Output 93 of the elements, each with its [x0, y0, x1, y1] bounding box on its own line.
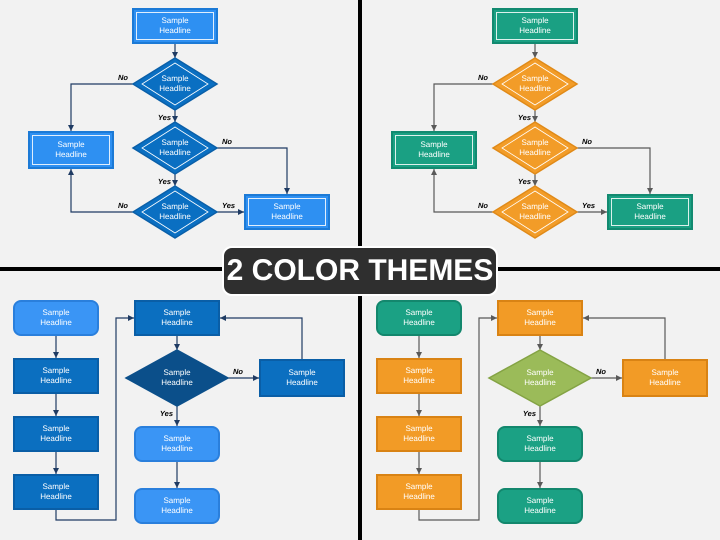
headline-text: Sample Headline: [39, 482, 73, 502]
headline-text: Sample Headline: [518, 74, 552, 94]
arrow: [217, 209, 244, 215]
headline-text: Sample Headline: [648, 368, 682, 388]
process-box: [497, 300, 583, 336]
headline-text: Sample Headline: [158, 138, 192, 158]
headline-text: Sample Headline: [160, 434, 194, 454]
rounded-box: [13, 300, 99, 336]
arrow: [220, 315, 303, 359]
arrow: [416, 336, 422, 358]
process-box: [132, 8, 218, 44]
decision-diamond: [493, 122, 577, 174]
headline-text: Sample Headline: [160, 496, 194, 516]
arrow: [532, 174, 538, 186]
decision-diamond: [133, 58, 217, 110]
arrow: [537, 406, 543, 426]
arrow: [55, 315, 134, 521]
decision-diamond: [493, 186, 577, 238]
rounded-box: [376, 300, 462, 336]
arrow: [537, 336, 543, 350]
arrow: [418, 315, 497, 521]
arrow: [174, 336, 180, 350]
arrow: [217, 147, 290, 194]
process-box: [376, 416, 462, 452]
headline-text: Sample Headline: [518, 138, 552, 158]
process-box: [376, 358, 462, 394]
decision-diamond: [133, 122, 217, 174]
headline-text: Sample Headline: [160, 308, 194, 328]
headline-text: Sample Headline: [402, 308, 436, 328]
headline-text: Sample Headline: [270, 202, 304, 222]
headline-text: Sample Headline: [402, 482, 436, 502]
decision-diamond: [493, 58, 577, 110]
arrow: [416, 394, 422, 416]
headline-text: Sample Headline: [39, 366, 73, 386]
rounded-box: [134, 488, 220, 524]
process-box: [13, 474, 99, 510]
headline-text: Sample Headline: [633, 202, 667, 222]
arrow: [431, 169, 493, 213]
arrow: [68, 83, 133, 131]
process-box: [13, 416, 99, 452]
arrow: [68, 169, 133, 213]
title-banner: 2 COLOR THEMES: [222, 246, 498, 296]
headline-text: Sample Headline: [518, 202, 552, 222]
headline-text: Sample Headline: [158, 74, 192, 94]
decision-diamond: [126, 350, 228, 406]
arrow: [532, 110, 538, 122]
arrow: [416, 452, 422, 474]
process-box: [376, 474, 462, 510]
arrow: [174, 462, 180, 488]
rounded-box: [497, 426, 583, 462]
decision-diamond: [133, 186, 217, 238]
arrow: [591, 375, 622, 381]
headline-text: Sample Headline: [523, 496, 557, 516]
headline-text: Sample Headline: [523, 434, 557, 454]
arrow: [53, 394, 59, 416]
headline-text: Sample Headline: [417, 140, 451, 160]
headline-text: Sample Headline: [158, 16, 192, 36]
headline-text: Sample Headline: [158, 202, 192, 222]
arrow: [577, 209, 607, 215]
rounded-box: [497, 488, 583, 524]
headline-text: Sample Headline: [285, 368, 319, 388]
process-box: [259, 359, 345, 397]
arrow: [174, 406, 180, 426]
arrow: [583, 315, 666, 359]
headline-text: Sample Headline: [39, 424, 73, 444]
arrow: [537, 462, 543, 488]
rounded-box: [134, 426, 220, 462]
arrow: [228, 375, 259, 381]
arrow: [172, 44, 178, 58]
headline-text: Sample Headline: [518, 16, 552, 36]
process-box: [13, 358, 99, 394]
headline-text: Sample Headline: [523, 308, 557, 328]
process-box: [492, 8, 578, 44]
arrow: [577, 147, 653, 194]
arrow: [172, 110, 178, 122]
headline-text: Sample Headline: [160, 368, 194, 388]
headline-text: Sample Headline: [54, 140, 88, 160]
process-box: [28, 131, 114, 169]
process-box: [134, 300, 220, 336]
arrow: [53, 336, 59, 358]
headline-text: Sample Headline: [402, 366, 436, 386]
arrow: [431, 83, 493, 131]
arrow: [172, 174, 178, 186]
process-box: [391, 131, 477, 169]
arrow: [532, 44, 538, 58]
process-box: [244, 194, 330, 230]
headline-text: Sample Headline: [523, 368, 557, 388]
headline-text: Sample Headline: [402, 424, 436, 444]
process-box: [622, 359, 708, 397]
process-box: [607, 194, 693, 230]
headline-text: Sample Headline: [39, 308, 73, 328]
decision-diamond: [489, 350, 591, 406]
arrow: [53, 452, 59, 474]
